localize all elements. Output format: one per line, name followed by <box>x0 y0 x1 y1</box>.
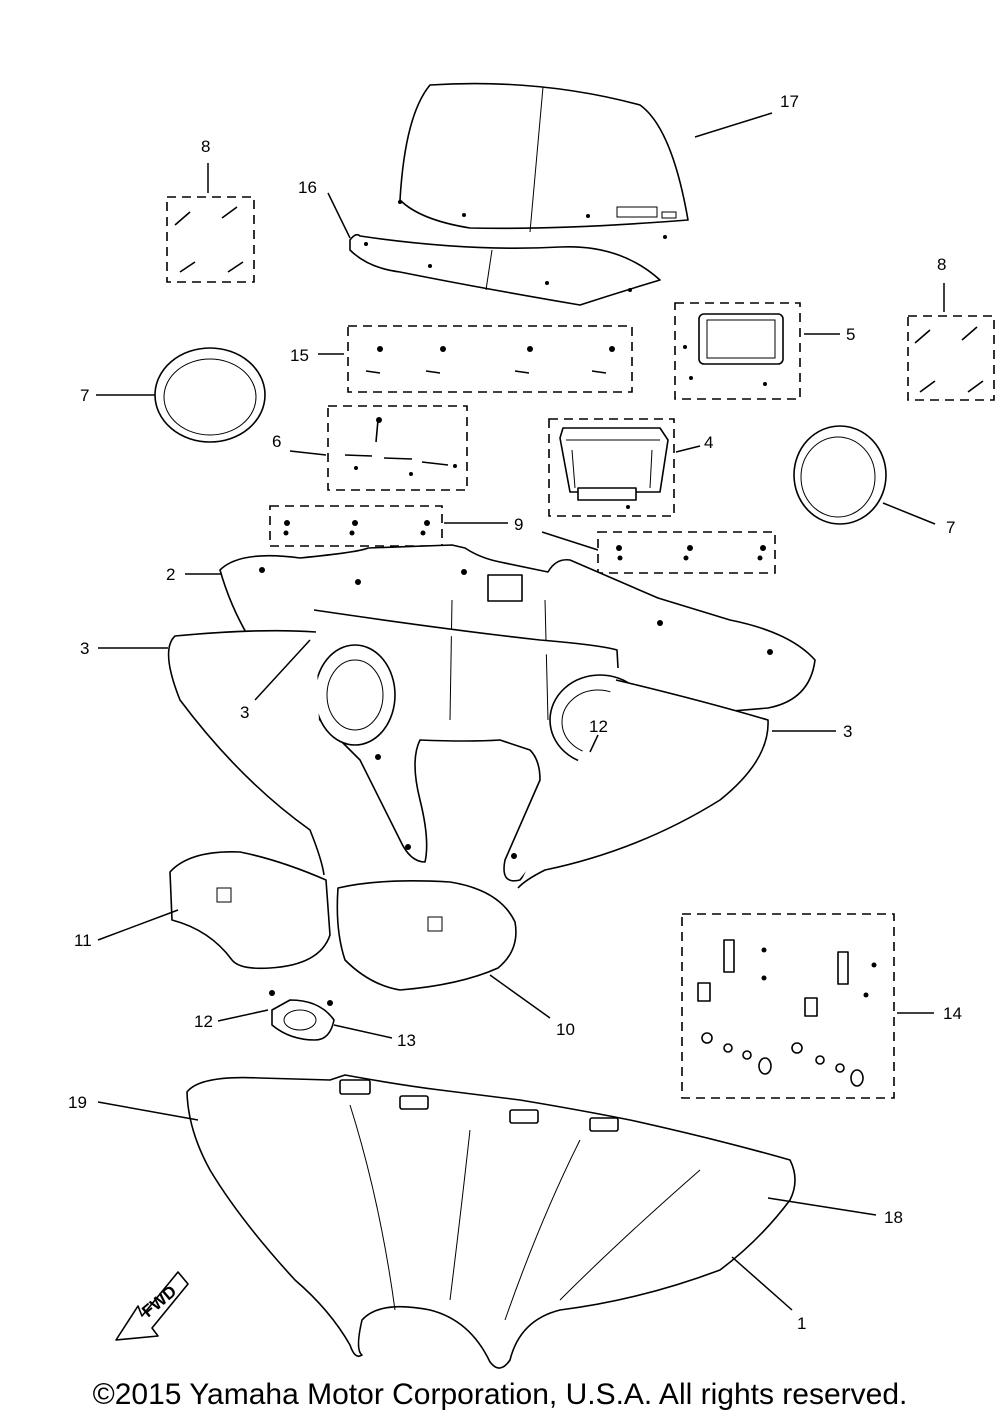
inner-pocket-left <box>169 851 331 970</box>
meter-housing-set <box>548 418 675 517</box>
callout-10: 10 <box>556 1020 575 1039</box>
inner-pocket-right <box>336 880 517 991</box>
outer-fairing <box>186 1074 796 1369</box>
inner-fairing <box>219 544 816 882</box>
callout-1: 1 <box>797 1314 806 1333</box>
speaker-ring-right <box>793 425 887 525</box>
callout-7-left: 7 <box>80 386 89 405</box>
nut-set-right <box>597 531 776 574</box>
callout-17: 17 <box>780 92 799 111</box>
windshield <box>398 82 689 239</box>
callout-11: 11 <box>74 931 92 950</box>
callout-16: 16 <box>298 178 317 197</box>
fastener-set <box>347 325 633 393</box>
edge-trim-right <box>517 679 769 889</box>
screw-set-right <box>907 315 995 401</box>
callout-2: 2 <box>166 565 175 584</box>
bolt-set <box>327 405 468 491</box>
callout-5: 5 <box>846 325 855 344</box>
callout-18: 18 <box>884 1208 903 1227</box>
edge-trim-left <box>167 629 325 876</box>
mounting-hardware-set <box>681 913 895 1099</box>
callout-12-upper: 12 <box>589 717 608 736</box>
callout-8-left: 8 <box>201 137 210 156</box>
edge-trim-center <box>313 609 619 669</box>
callout-3-right: 3 <box>843 722 852 741</box>
callout-7-right: 7 <box>946 518 955 537</box>
callout-8-right: 8 <box>937 255 946 274</box>
copyright-notice: ©2015 Yamaha Motor Corporation, U.S.A. A… <box>92 1378 908 1411</box>
callout-13: 13 <box>397 1031 416 1050</box>
leader-lines <box>96 112 945 1311</box>
speaker-bracket <box>269 990 335 1041</box>
callout-6: 6 <box>272 432 281 451</box>
callout-19: 19 <box>68 1093 87 1112</box>
callout-15: 15 <box>290 346 309 365</box>
speaker-ring-left <box>154 347 266 443</box>
forward-arrow-icon: FWD <box>115 1271 189 1341</box>
callout-3-left: 3 <box>80 639 89 658</box>
callout-4: 4 <box>704 433 713 452</box>
screw-set-left <box>166 196 255 283</box>
callout-labels: 17 8 8 16 15 5 7 6 4 7 9 2 3 3 3 12 11 1… <box>68 92 962 1333</box>
display-panel-set <box>674 302 801 400</box>
callout-3-center: 3 <box>240 703 249 722</box>
callout-14: 14 <box>943 1004 962 1023</box>
windshield-trim <box>349 233 661 306</box>
callout-12-lower: 12 <box>194 1012 213 1031</box>
callout-9: 9 <box>514 515 523 534</box>
nut-set-left <box>269 505 443 547</box>
